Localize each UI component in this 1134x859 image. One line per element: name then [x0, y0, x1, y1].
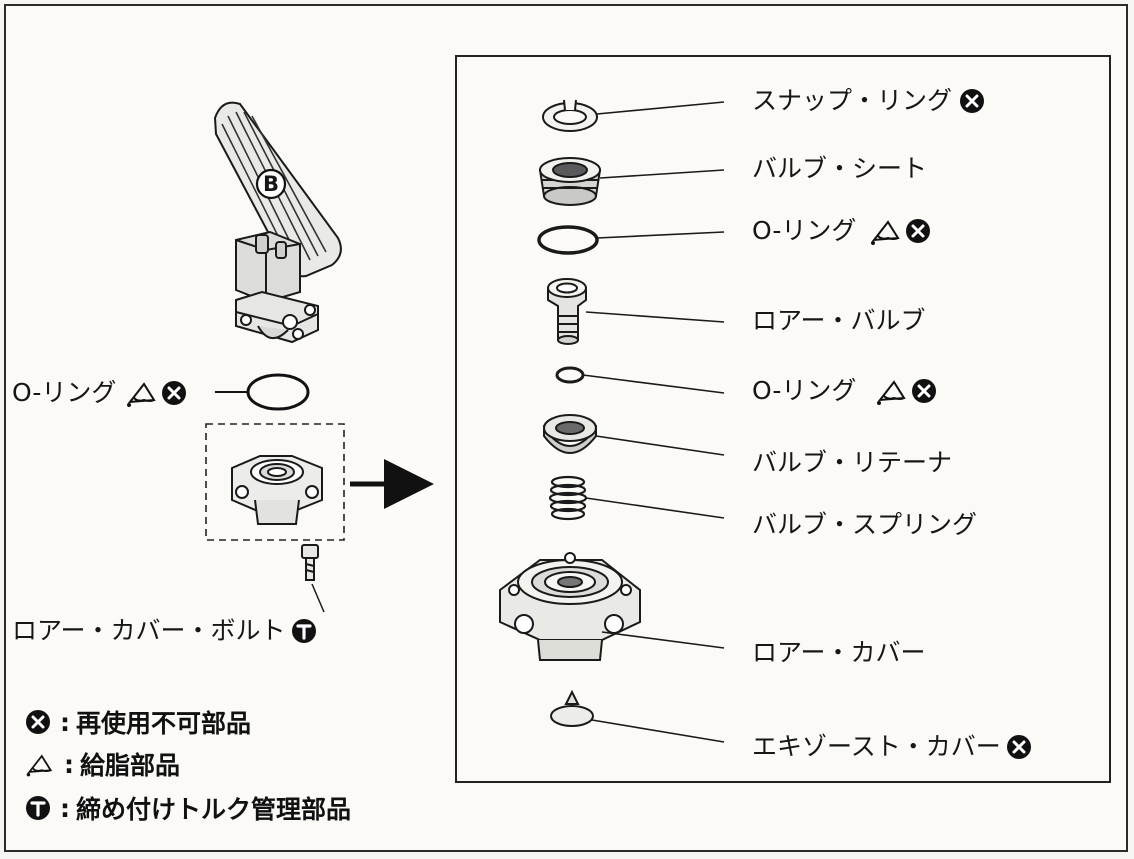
label-exhaust-cover: エキゾースト・カバー — [752, 732, 1033, 762]
o-ring-1-drawing — [537, 225, 599, 255]
circle-x-icon — [1006, 735, 1031, 759]
label-valve-seat-text: バルブ・シート — [752, 154, 928, 183]
label-o-ring-2: O-リング — [752, 376, 938, 406]
label-left-o-ring: O-リング — [12, 378, 188, 408]
pedal-emblem-letter: B — [263, 172, 280, 196]
grease-funnel-icon — [877, 380, 907, 405]
o-ring-2-drawing — [555, 366, 585, 384]
legend-separator: : — [60, 707, 70, 737]
valve-retainer-drawing — [543, 414, 597, 454]
label-lower-cover-bolt: ロアー・カバー・ボルト — [12, 616, 318, 646]
label-snap-ring-text: スナップ・リング — [752, 86, 953, 115]
grease-funnel-icon — [127, 382, 157, 407]
label-o-ring-2-text: O-リング — [752, 376, 857, 405]
label-snap-ring: スナップ・リング — [752, 86, 986, 116]
legend-non-reusable-text: 再使用不可部品 — [76, 709, 252, 738]
circle-t-icon — [291, 619, 316, 643]
lower-valve-drawing — [547, 278, 587, 345]
legend-torque: : 締め付けトルク管理部品 — [24, 790, 351, 826]
grease-funnel-icon — [871, 220, 901, 245]
label-lower-cover-bolt-text: ロアー・カバー・ボルト — [12, 616, 286, 645]
label-o-ring-1-text: O-リング — [752, 216, 857, 245]
label-valve-spring-text: バルブ・スプリング — [752, 510, 978, 539]
label-valve-retainer-text: バルブ・リテーナ — [752, 448, 953, 477]
label-lower-cover-text: ロアー・カバー — [752, 638, 926, 667]
exhaust-cover-drawing — [550, 689, 594, 727]
label-o-ring-1: O-リング — [752, 216, 932, 246]
bolt-drawing — [301, 544, 325, 613]
left-o-ring-drawing — [215, 373, 310, 411]
brake-pedal-assembly — [213, 101, 342, 344]
circle-x-icon — [906, 219, 931, 243]
circle-x-icon — [912, 379, 937, 403]
grease-funnel-icon — [26, 754, 53, 777]
label-lower-valve: ロアー・バルブ — [752, 306, 926, 336]
label-valve-seat: バルブ・シート — [752, 154, 927, 184]
label-exhaust-cover-text: エキゾースト・カバー — [752, 732, 1001, 761]
circle-x-icon — [162, 381, 187, 405]
snap-ring-drawing — [542, 99, 598, 132]
valve-spring-drawing — [548, 475, 588, 521]
label-lower-cover: ロアー・カバー — [752, 638, 926, 668]
detail-box — [455, 55, 1111, 783]
dashed-highlight-box — [205, 423, 345, 541]
label-lower-valve-text: ロアー・バルブ — [752, 306, 926, 335]
circle-t-icon — [26, 796, 50, 820]
circle-x-icon — [960, 89, 985, 113]
leader-lines — [582, 101, 725, 743]
small-lower-cover-drawing — [231, 455, 323, 525]
legend-non-reusable: : 再使用不可部品 — [24, 704, 251, 740]
circle-x-icon — [26, 710, 50, 734]
legend-grease: : 給脂部品 — [24, 746, 180, 782]
lower-cover-drawing — [499, 552, 641, 661]
legend-separator: : — [60, 793, 70, 823]
label-left-o-ring-text: O-リング — [12, 378, 117, 407]
label-valve-retainer: バルブ・リテーナ — [752, 448, 952, 478]
legend-torque-text: 締め付けトルク管理部品 — [76, 795, 352, 824]
legend-grease-text: 給脂部品 — [80, 751, 181, 780]
label-valve-spring: バルブ・スプリング — [752, 510, 977, 540]
legend-separator: : — [64, 749, 74, 779]
valve-seat-drawing — [538, 157, 602, 206]
